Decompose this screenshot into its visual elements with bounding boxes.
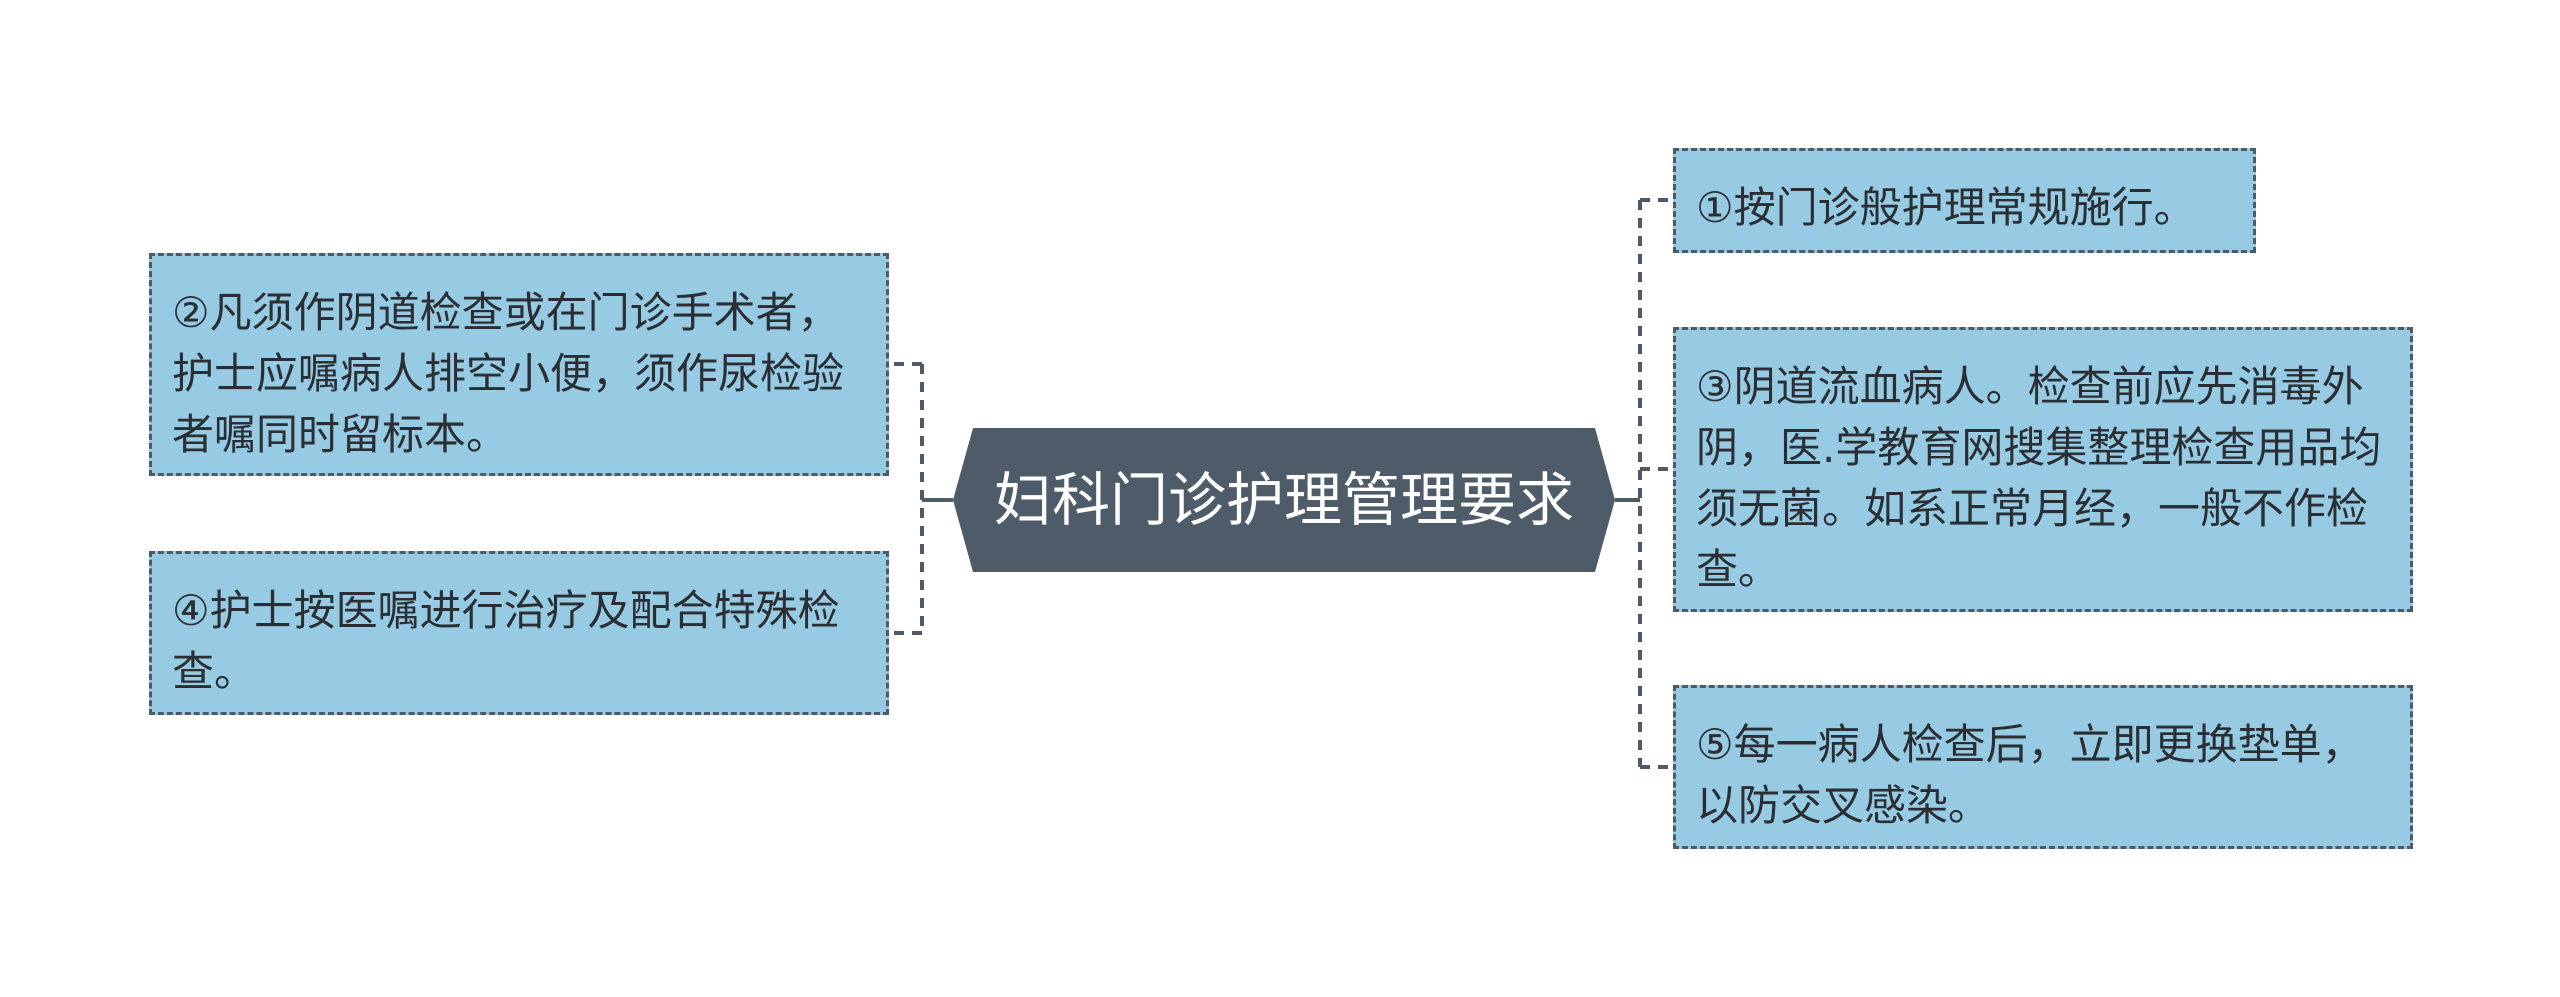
topic-node-5-text: ⑤每一病人检查后，立即更换垫单，以防交叉感染。 (1696, 720, 2364, 830)
topic-node-2[interactable]: ②凡须作阴道检查或在门诊手术者，护士应嘱病人排空小便，须作尿检验者嘱同时留标本。 (149, 253, 889, 476)
topic-node-3[interactable]: ③阴道流血病人。检查前应先消毒外阴，医.学教育网搜集整理检查用品均须无菌。如系正… (1673, 327, 2413, 612)
topic-node-2-text: ②凡须作阴道检查或在门诊手术者，护士应嘱病人排空小便，须作尿检验者嘱同时留标本。 (172, 288, 845, 459)
root-topic-shape (953, 428, 1615, 572)
topic-node-5[interactable]: ⑤每一病人检查后，立即更换垫单，以防交叉感染。 (1673, 685, 2413, 849)
topic-node-1[interactable]: ①按门诊般护理常规施行。 (1673, 148, 2256, 253)
topic-node-1-text: ①按门诊般护理常规施行。 (1696, 183, 2196, 232)
topic-node-3-text: ③阴道流血病人。检查前应先消毒外阴，医.学教育网搜集整理检查用品均须无菌。如系正… (1696, 362, 2382, 594)
root-topic-title: 妇科门诊护理管理要求 (993, 466, 1574, 534)
root-topic[interactable]: 妇科门诊护理管理要求 (953, 428, 1615, 572)
topic-node-4-text: ④护士按医嘱进行治疗及配合特殊检查。 (172, 586, 840, 696)
topic-node-4[interactable]: ④护士按医嘱进行治疗及配合特殊检查。 (149, 551, 889, 715)
